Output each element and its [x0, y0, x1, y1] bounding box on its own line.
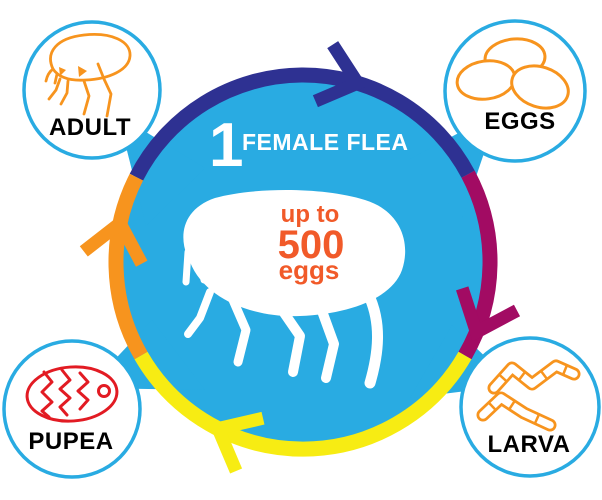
cycle-arcs [108, 67, 498, 457]
pupa-icon [25, 365, 119, 423]
stage-label-pupea: PUPEA [28, 428, 114, 455]
larva-segment-lines [487, 364, 569, 425]
arc-adult-to-eggs [129, 67, 475, 181]
note-egg-count: 500 [277, 223, 345, 267]
note-up-to: up to [280, 201, 340, 228]
pupea-bubble-circle [2, 339, 142, 479]
stage-label-adult: ADULT [48, 114, 132, 141]
stage-bubble-pupea [2, 339, 142, 479]
arc-larva-to-pupea [134, 351, 472, 457]
eggs-icon [455, 37, 570, 110]
note-eggs-word: eggs [278, 255, 340, 285]
stage-bubble-larva [459, 336, 601, 478]
arrowhead-magenta-icon [456, 286, 521, 342]
count-one: 1 [209, 111, 244, 180]
female-flea-silhouette [182, 190, 406, 389]
adult-bubble-circle [22, 20, 162, 160]
adult-flea-icon [44, 33, 132, 118]
larva-icon [476, 359, 581, 432]
cycle-arrowheads [79, 41, 521, 474]
arc-pupea-to-adult [108, 173, 148, 360]
flea-body [183, 190, 406, 317]
arrowhead-yellow-icon [209, 411, 265, 474]
flea-legs [182, 246, 383, 389]
stage-label-eggs: EGGS [484, 108, 556, 135]
center-title: FEMALE FLEA [242, 129, 409, 155]
stage-bubble-adult [22, 20, 162, 160]
arrowhead-navy-icon [312, 41, 368, 108]
arrowhead-orange-icon [79, 213, 148, 267]
stage-label-larva: LARVA [487, 431, 571, 458]
tail-adult [118, 115, 205, 226]
stage-bubble-eggs [443, 19, 587, 163]
